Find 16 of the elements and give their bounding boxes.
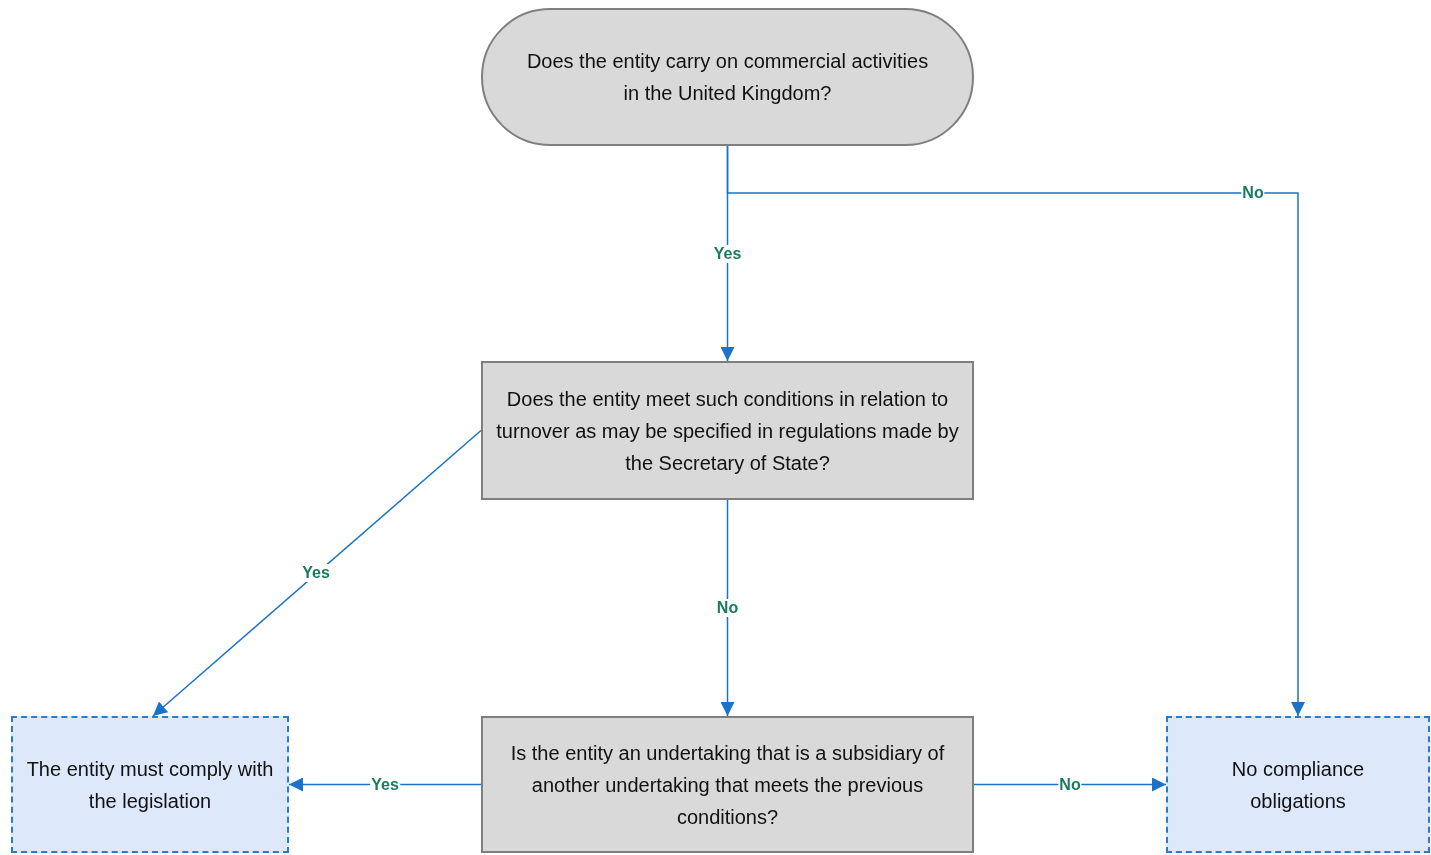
connector-arrow [720, 499, 735, 717]
edge-label: Yes [301, 564, 331, 582]
node-text: Does the entity meet such conditions in relation to turnover as may be specified in regulations made by the Secretary of State? [495, 386, 960, 476]
edge-label: Yes [712, 244, 743, 263]
edge-label: No [715, 599, 740, 617]
outcome-box [1166, 716, 1430, 853]
connector-arrow [973, 777, 1167, 792]
connector-arrow [726, 145, 1305, 717]
node-text: The entity must comply with the legislation [25, 756, 275, 814]
connector-arrow [152, 429, 482, 717]
node-text: No compliance obligations [1230, 756, 1366, 814]
decision-box [481, 361, 974, 500]
node-text: Does the entity carry on commercial activities in the United Kingdom? [525, 49, 930, 106]
decision-box [481, 716, 974, 853]
node-text: Is the entity an undertaking that is a subsidiary of another undertaking that meets the previous conditions? [509, 740, 946, 830]
outcome-box [11, 716, 289, 853]
